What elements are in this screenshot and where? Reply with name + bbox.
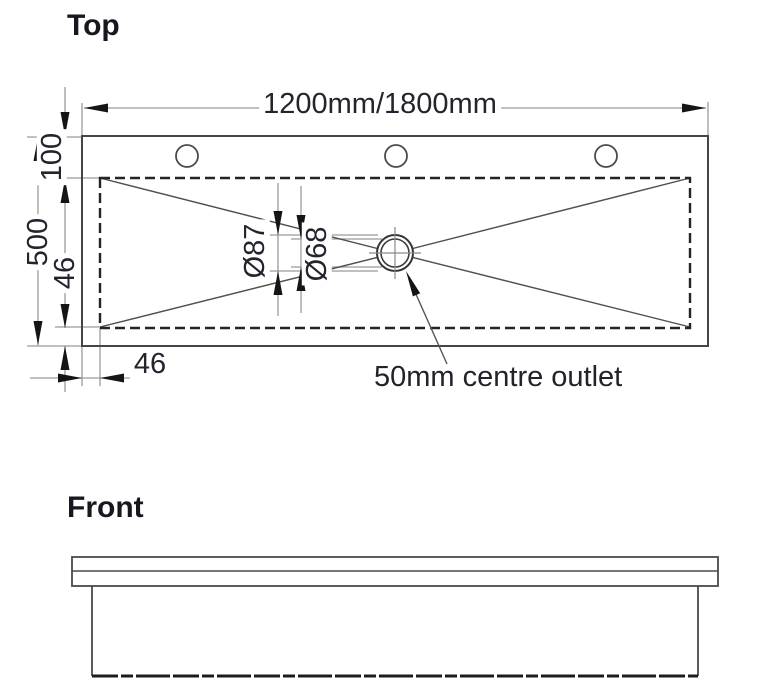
tap-hole-left bbox=[175, 144, 199, 168]
bowl-inset-vertical-dimension: 46 bbox=[49, 252, 81, 294]
drain-inner-diameter-dimension: Ø68 bbox=[301, 222, 333, 286]
drain-crosshair bbox=[369, 227, 421, 279]
tap-hole-centre bbox=[384, 144, 408, 168]
overall-width-dimension: 1200mm/1800mm bbox=[259, 88, 501, 119]
tap-hole-right bbox=[594, 144, 618, 168]
front-view-label: Front bbox=[67, 491, 144, 524]
front-view-linework bbox=[71, 556, 719, 678]
bowl-slope-lines bbox=[99, 177, 691, 328]
rim-depth-dimension: 100 bbox=[36, 128, 68, 186]
bowl-dashed-outline bbox=[98, 176, 692, 330]
tap-holes bbox=[175, 144, 618, 168]
drain-outer-diameter-dimension: Ø87 bbox=[239, 219, 271, 283]
top-view-label: Top bbox=[67, 9, 120, 42]
outlet-annotation: 50mm centre outlet bbox=[374, 361, 623, 393]
bowl-inset-horizontal-dimension: 46 bbox=[129, 348, 171, 379]
outlet-leader-arrow bbox=[406, 271, 448, 365]
sink-outer-outline bbox=[81, 135, 709, 347]
